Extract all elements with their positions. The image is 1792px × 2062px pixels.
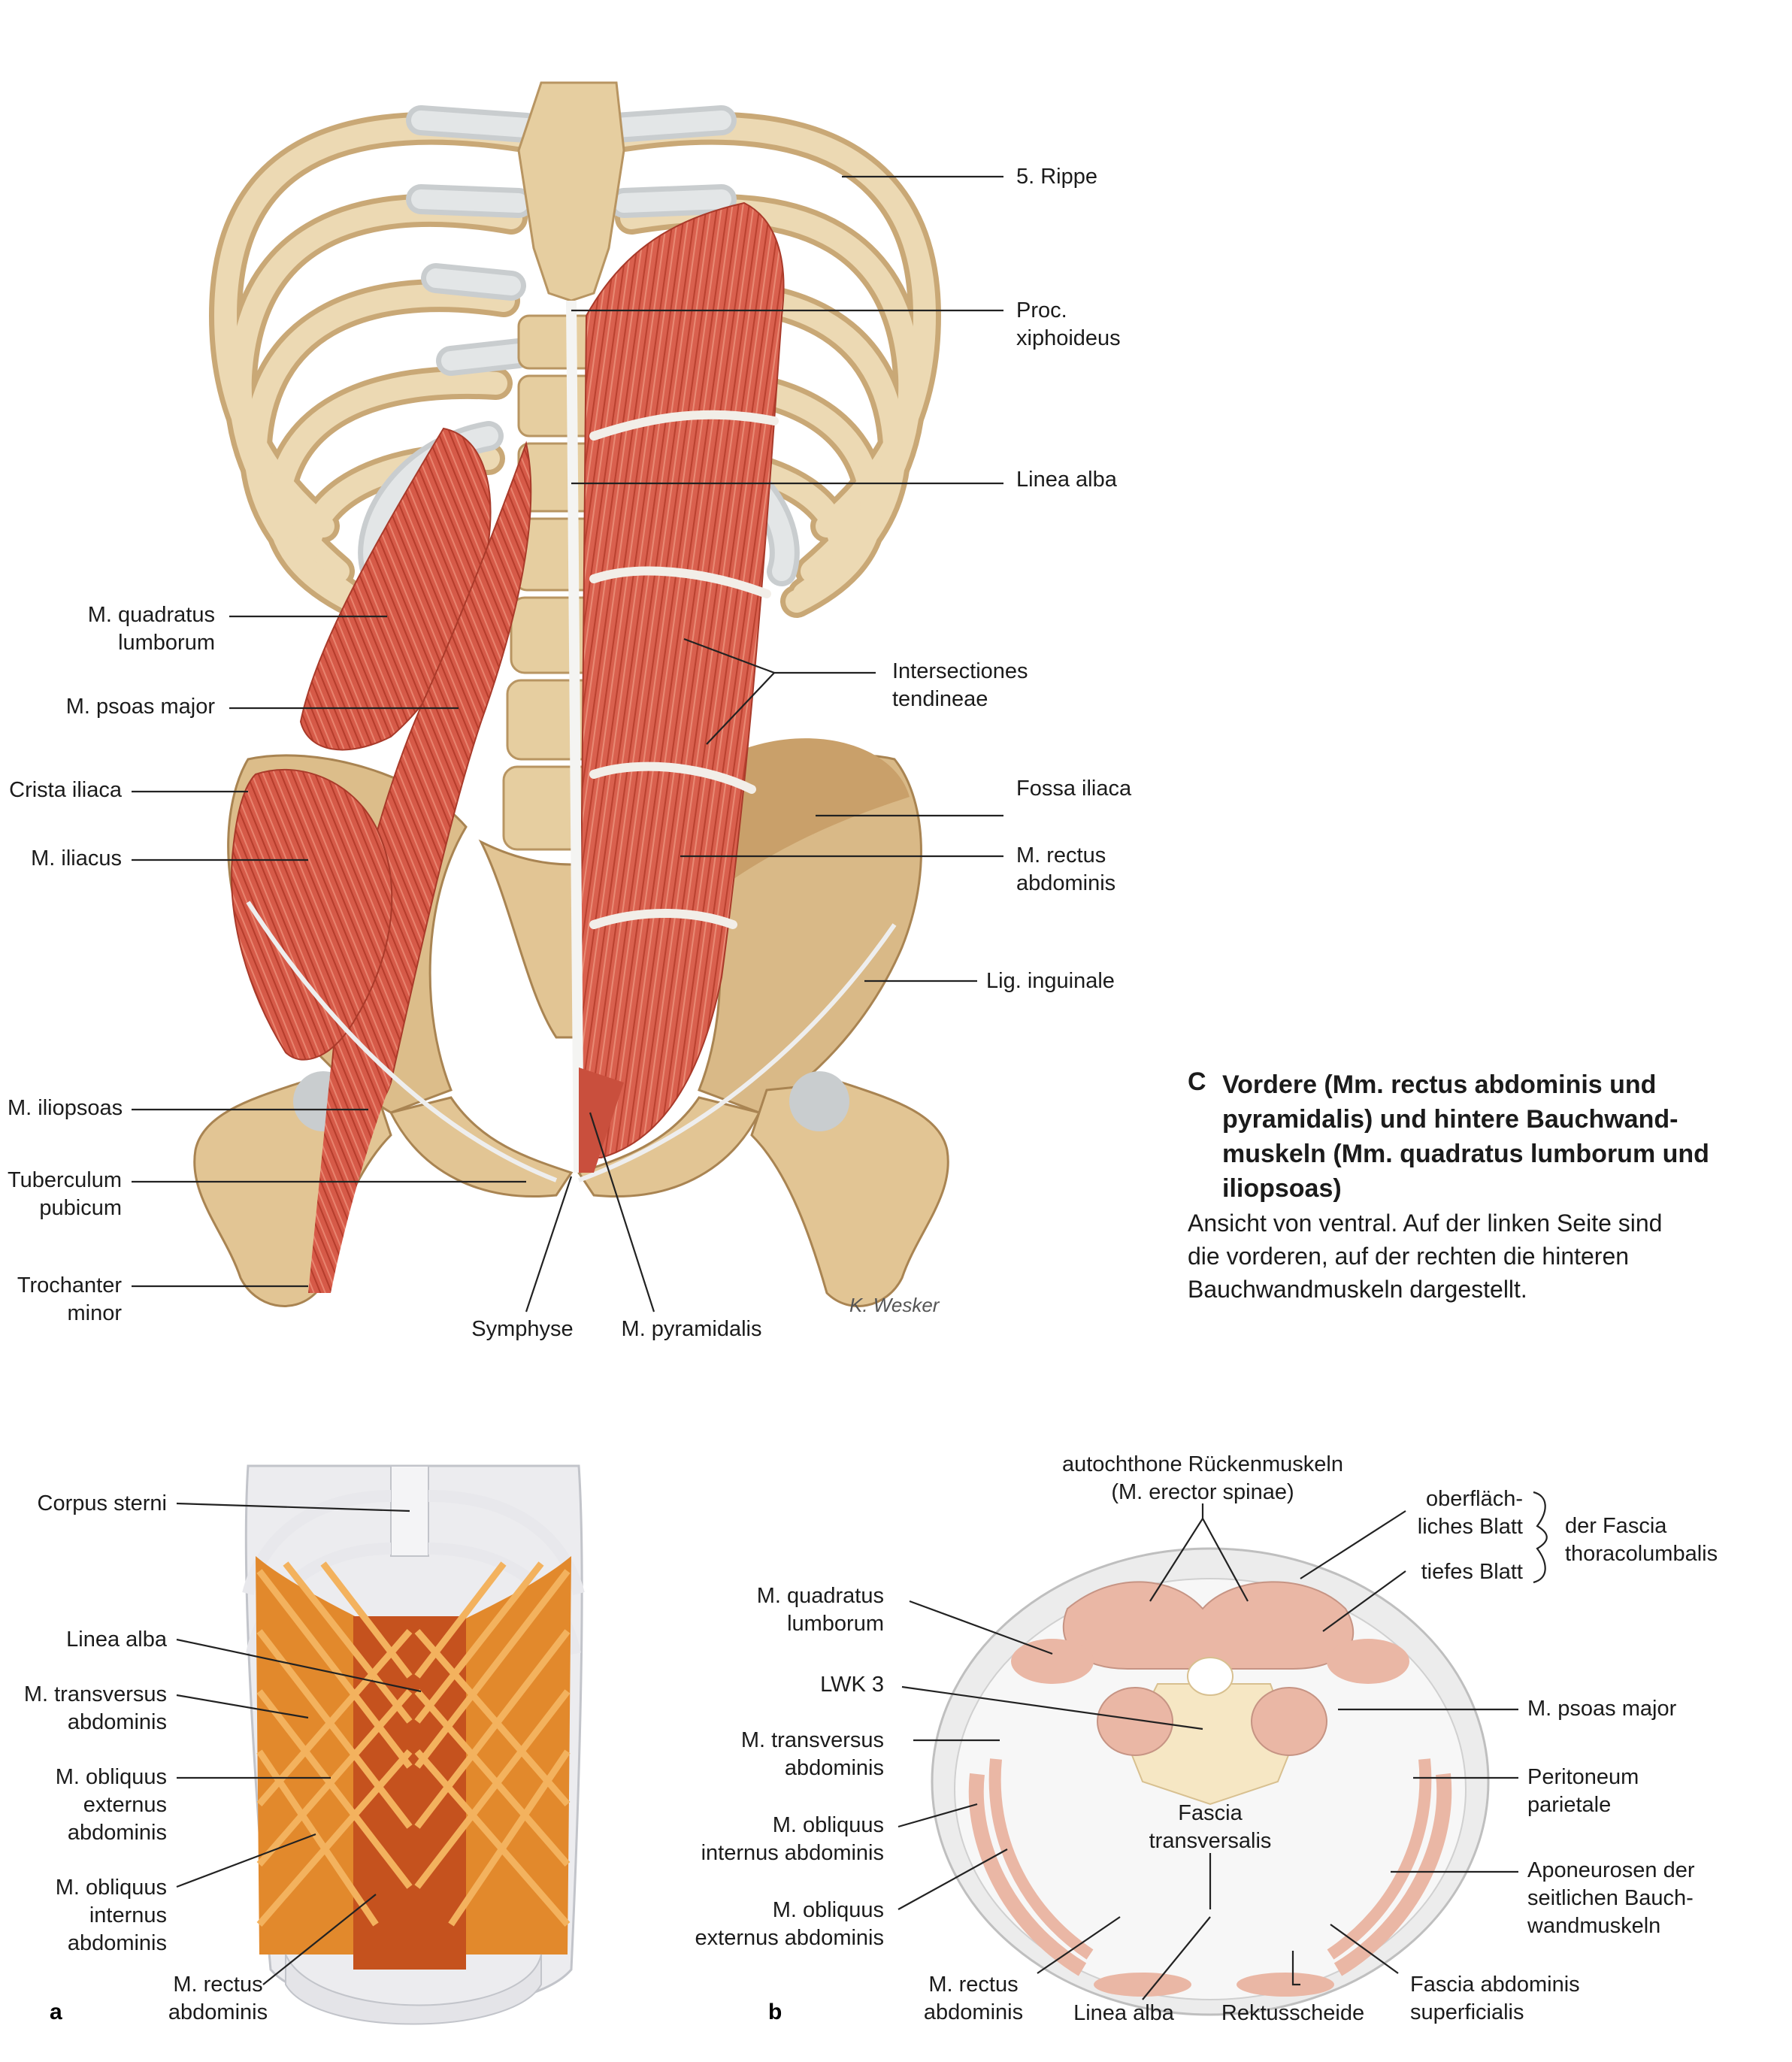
figure-letter: C [1188, 1067, 1206, 1096]
panel-b-letter: b [768, 2000, 782, 2024]
label-quadratus-b: M. quadratus lumborum [756, 1584, 884, 1636]
panel-a-fibers [256, 1561, 571, 1927]
iliacus [231, 768, 393, 1061]
label-aponeurosen: Aponeurosen der seitlichen Bauch- wandmu… [1527, 1858, 1695, 1938]
label-linea-alba-a: Linea alba [66, 1627, 167, 1652]
artist-signature: K. Wesker [849, 1294, 940, 1316]
label-rektusscheide: Rektusscheide [1221, 2001, 1365, 2025]
label-obliquus-externus-a: M. obliquus externus abdominis [55, 1765, 167, 1845]
label-lwk3: LWK 3 [820, 1673, 884, 1697]
inguinal-ligament-left [246, 901, 558, 1182]
label-linea-alba-main: Linea alba [1016, 468, 1117, 492]
label-trochanter-minor: Trochanter minor [17, 1273, 122, 1325]
label-rectus-a: M. rectus abdominis [168, 1973, 268, 2024]
label-transversus-b: M. transversus abdominis [740, 1728, 884, 1780]
label-autochthone: autochthone Rückenmuskeln (M. erector sp… [1061, 1452, 1343, 1504]
label-crista-iliaca: Crista iliaca [9, 778, 122, 802]
figure-title: Vordere (Mm. rectus abdominis und pyrami… [1222, 1070, 1709, 1203]
leader-lines-main [132, 175, 1003, 1313]
label-psoas-major-main: M. psoas major [65, 695, 215, 719]
pyramidalis [579, 1067, 624, 1173]
label-lig-inguinale: Lig. inguinale [986, 969, 1115, 993]
sternum [517, 81, 625, 302]
label-peritoneum: Peritoneum parietale [1527, 1765, 1639, 1817]
label-rectus-abdominis-main: M. rectus abdominis [1016, 843, 1116, 895]
label-fascia-superficialis: Fascia abdominis superficialis [1410, 1973, 1580, 2024]
label-pyramidalis: M. pyramidalis [621, 1317, 762, 1341]
label-oberflaechliches-blatt: oberfläch- liches Blatt [1417, 1487, 1523, 1539]
label-fascia-transversalis: Fascia transversalis [1149, 1801, 1272, 1853]
label-intersectiones-tendineae: Intersectiones tendineae [892, 659, 1028, 711]
label-obliquus-internus-b: M. obliquus internus abdominis [701, 1813, 884, 1865]
label-obliquus-internus-a: M. obliquus internus abdominis [55, 1876, 167, 1955]
panel-b-illustration [931, 1547, 1490, 2016]
label-fossa-iliaca: Fossa iliaca [1016, 777, 1132, 801]
label-corpus-sterni: Corpus sterni [37, 1491, 167, 1515]
label-rib5: 5. Rippe [1016, 165, 1098, 189]
panel-a-illustration [242, 1464, 585, 2025]
label-tiefes-blatt: tiefes Blatt [1421, 1560, 1523, 1584]
inguinal-ligament-right [577, 923, 897, 1182]
panel-a-letter: a [50, 2000, 62, 2024]
leader-lines-b [898, 1491, 1548, 2000]
main-illustration: K. Wesker [193, 81, 949, 1316]
label-tuberculum-pubicum: Tuberculum pubicum [8, 1168, 123, 1220]
label-proc-xiphoideus: Proc. xiphoideus [1016, 298, 1121, 350]
label-iliopsoas: M. iliopsoas [8, 1096, 123, 1120]
label-psoas-b: M. psoas major [1527, 1697, 1677, 1721]
rib-cage [208, 105, 942, 618]
label-transversus-a: M. transversus abdominis [23, 1682, 167, 1734]
iliopsoas-tendon [308, 1067, 391, 1293]
label-obliquus-externus-b: M. obliquus externus abdominis [695, 1898, 884, 1950]
label-iliacus: M. iliacus [31, 846, 122, 871]
tendinous-intersections [589, 410, 779, 929]
label-fascia-thoracolumbalis: der Fascia thoracolumbalis [1565, 1514, 1718, 1566]
label-rectus-b: M. rectus abdominis [923, 1973, 1024, 2024]
label-linea-alba-b: Linea alba [1073, 2001, 1174, 2025]
linea-alba [566, 300, 584, 1173]
label-symphyse: Symphyse [471, 1317, 574, 1341]
leader-lines-a [176, 1502, 422, 1985]
figure-description: Ansicht von ventral. Auf der linken Seit… [1188, 1210, 1663, 1303]
label-quadratus-lumborum: M. quadratus lumborum [87, 603, 215, 655]
